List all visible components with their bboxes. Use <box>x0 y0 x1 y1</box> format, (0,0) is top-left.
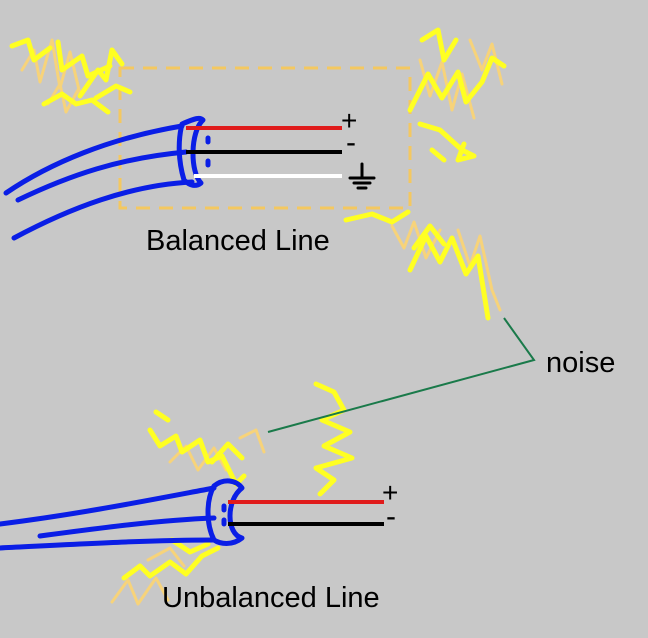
noise-label: noise <box>546 347 615 379</box>
balanced-minus-sign: - <box>346 126 356 159</box>
ground-icon <box>348 162 376 190</box>
noise-pointer-lines <box>267 317 536 433</box>
balanced-cable <box>3 115 211 241</box>
unbalanced-plus-sign: + <box>382 477 398 508</box>
noise-zigzags <box>9 27 507 606</box>
unbalanced-cable <box>0 478 245 551</box>
lightning-icon <box>9 27 507 581</box>
balanced-plus-sign: + <box>341 105 357 136</box>
unbalanced-line-group: + - Unbalanced Line <box>0 477 398 614</box>
balanced-line-group: + - Balanced Line <box>3 66 412 257</box>
unbalanced-minus-sign: - <box>386 500 396 533</box>
unbalanced-line-label: Unbalanced Line <box>162 582 380 614</box>
balanced-line-label: Balanced Line <box>146 225 330 257</box>
